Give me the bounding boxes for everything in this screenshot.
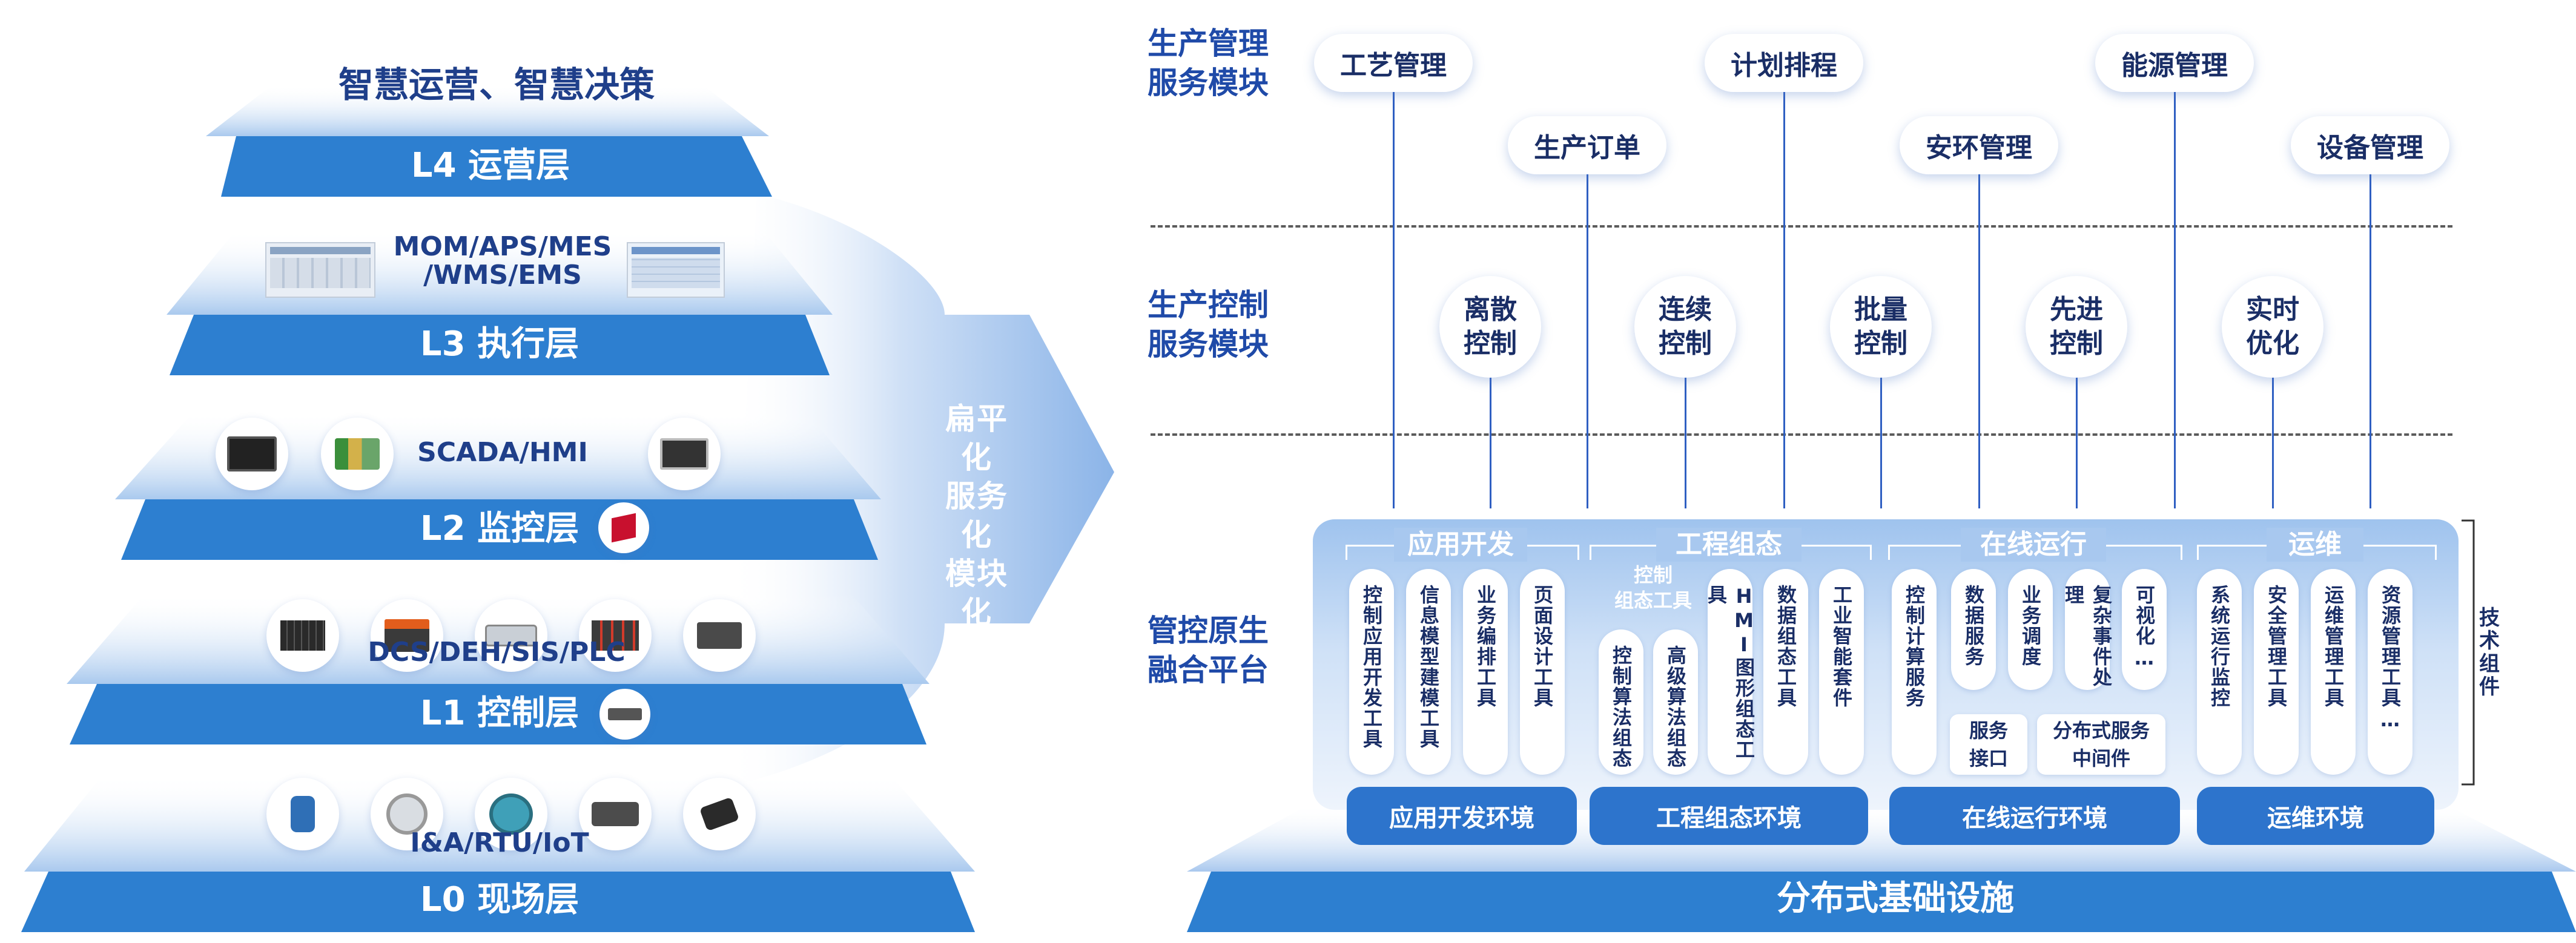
env-engineering[interactable]: 工程组态环境	[1590, 787, 1868, 845]
tech-components-bracket	[2462, 519, 2475, 786]
connector-line	[1490, 375, 1491, 508]
rtu-device-icon	[579, 778, 652, 850]
env-app-dev[interactable]: 应用开发环境	[1347, 787, 1577, 845]
ems-screenshot-thumbnail	[627, 242, 725, 298]
separator-upper	[1151, 225, 2452, 228]
l3-caption-line2: /WMS/EMS	[423, 260, 582, 291]
tech-components-label: 技术组件	[2475, 606, 2500, 698]
connector-line	[1393, 61, 1395, 508]
connector-line	[2272, 375, 2274, 508]
base-infrastructure-label: 分布式基础设施	[1777, 879, 2014, 918]
l0-band-label: L0 现场层	[420, 880, 580, 919]
service-business-scheduling[interactable]: 业务调度	[2008, 569, 2053, 690]
l0-caption: I&A/RTU/IoT	[410, 827, 589, 858]
gateway-device-icon	[683, 599, 756, 672]
module-planning-scheduling[interactable]: 计划排程	[1705, 34, 1863, 92]
distributed-middleware-box[interactable]: 分布式服务中间件	[2037, 714, 2165, 775]
module-process-management[interactable]: 工艺管理	[1314, 34, 1473, 92]
module-production-order[interactable]: 生产订单	[1508, 116, 1666, 174]
tool-resource-management[interactable]: 资源管理工具…	[2368, 569, 2413, 775]
connector-line	[2076, 375, 2078, 508]
group-engineering-title: 工程组态	[1656, 528, 1802, 562]
tool-business-orchestration[interactable]: 业务编排工具	[1463, 569, 1508, 775]
arrow-line2: 服务化	[945, 479, 1008, 553]
service-complex-event[interactable]: 复杂事件处理	[2062, 569, 2113, 690]
tool-system-monitor[interactable]: 系统运行监控	[2197, 569, 2242, 775]
monitor-device-icon	[648, 418, 721, 490]
connector-line	[1783, 61, 1785, 508]
platform-title-line2: 融合平台	[1148, 652, 1269, 688]
l2-caption: SCADA/HMI	[417, 437, 588, 468]
platform-title-line1: 管控原生	[1148, 613, 1269, 648]
tool-industrial-ai-suite[interactable]: 工业智能套件	[1819, 569, 1864, 775]
tool-control-algorithm[interactable]: 控制算法组态	[1599, 629, 1643, 775]
arrow-line3: 模块化	[945, 556, 1008, 630]
management-section-title: 生产管理 服务模块	[1148, 24, 1269, 103]
module-discrete-control[interactable]: 离散控制	[1439, 276, 1541, 378]
tool-hmi-graphics[interactable]: HMI图形组态工具	[1705, 569, 1755, 775]
control-config-tools-label: 控制 组态工具	[1614, 564, 1692, 612]
red-module-icon	[598, 502, 649, 553]
module-continuous-control[interactable]: 连续控制	[1634, 276, 1736, 378]
module-safety-environment[interactable]: 安环管理	[1900, 116, 2058, 174]
control-section-title: 生产控制 服务模块	[1148, 286, 1269, 364]
motor-icon	[683, 778, 756, 850]
l4-band-label: L4 运营层	[411, 146, 570, 185]
tool-ops-management[interactable]: 运维管理工具	[2311, 569, 2356, 775]
service-visualization[interactable]: 可视化…	[2122, 569, 2167, 690]
platform-section-title: 管控原生 融合平台	[1148, 611, 1269, 690]
l3-caption-line1: MOM/APS/MES	[393, 231, 612, 262]
l2-band-label: L2 监控层	[420, 509, 580, 548]
controller-rack-icon	[266, 599, 339, 672]
control-title-line1: 生产控制	[1148, 288, 1269, 323]
valve-icon	[475, 778, 547, 850]
management-title-line2: 服务模块	[1148, 65, 1269, 100]
flow-meter-icon	[371, 778, 443, 850]
group-ops-title: 运维	[2267, 528, 2363, 562]
connector-line	[1587, 145, 1588, 508]
control-title-line2: 服务模块	[1148, 327, 1269, 362]
service-control-compute[interactable]: 控制计算服务	[1892, 569, 1937, 775]
l1-band-label: L1 控制层	[420, 694, 580, 733]
env-online[interactable]: 在线运行环境	[1889, 787, 2180, 845]
separator-lower	[1151, 433, 2452, 436]
mes-screenshot-thumbnail	[265, 242, 375, 298]
pressure-transmitter-icon	[266, 778, 339, 850]
tool-control-app-dev[interactable]: 控制应用开发工具	[1349, 569, 1394, 775]
io-modules-icon	[321, 418, 394, 490]
l3-band-label: L3 执行层	[420, 324, 580, 364]
service-interface-box[interactable]: 服务接口	[1950, 714, 2027, 775]
tool-security-management[interactable]: 安全管理工具	[2254, 569, 2299, 775]
group-app-dev-title: 应用开发	[1394, 528, 1527, 562]
connector-line	[1880, 375, 1882, 508]
connector-line	[2370, 145, 2371, 508]
hmi-panel-icon	[216, 418, 288, 490]
switch-device-icon	[599, 689, 650, 740]
connector-line	[2174, 61, 2176, 508]
service-data[interactable]: 数据服务	[1951, 569, 1996, 690]
env-ops[interactable]: 运维环境	[2197, 787, 2434, 845]
module-advanced-control[interactable]: 先进控制	[2026, 276, 2127, 378]
io-bus-icon	[475, 599, 547, 672]
connector-line	[1685, 375, 1686, 508]
module-equipment-management[interactable]: 设备管理	[2291, 116, 2449, 174]
plc-module-icon	[371, 599, 443, 672]
module-batch-control[interactable]: 批量控制	[1830, 276, 1932, 378]
group-online-title: 在线运行	[1961, 528, 2106, 562]
top-caption: 智慧运营、智慧决策	[338, 64, 655, 105]
module-energy-management[interactable]: 能源管理	[2095, 34, 2254, 92]
management-title-line1: 生产管理	[1148, 26, 1269, 61]
tool-data-config[interactable]: 数据组态工具	[1763, 569, 1808, 775]
arrow-text: 扁平化 服务化 模块化	[931, 399, 1022, 632]
tool-advanced-algorithm[interactable]: 高级算法组态	[1653, 629, 1698, 775]
l1-caption: DCS/DEH/SIS/PLC	[368, 637, 626, 668]
module-realtime-optimization[interactable]: 实时优化	[2222, 276, 2323, 378]
tool-page-design[interactable]: 页面设计工具	[1520, 569, 1565, 775]
arrow-line1: 扁平化	[945, 401, 1008, 475]
plc-rack-icon	[579, 599, 652, 672]
connector-line	[1978, 145, 1980, 508]
tool-info-model[interactable]: 信息模型建模工具	[1406, 569, 1451, 775]
